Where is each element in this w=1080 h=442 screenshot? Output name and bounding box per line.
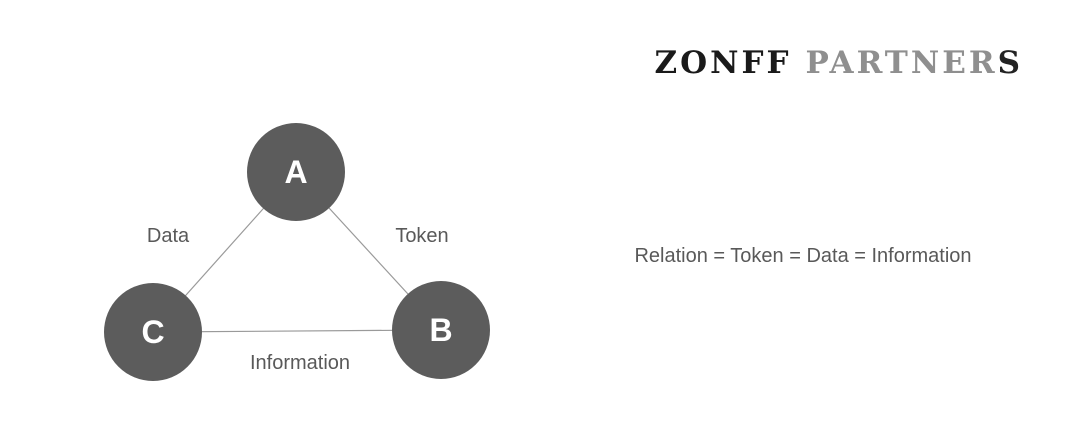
logo-word-primary: ZONFF — [654, 45, 792, 81]
zonff-partners-logo: ZONFF PARTNERS — [654, 48, 1023, 79]
relation-equation-text: Relation = Token = Data = Information — [634, 245, 972, 267]
node-c: C — [104, 283, 202, 381]
node-c-label: C — [141, 314, 165, 350]
node-b-label: B — [429, 312, 453, 348]
node-a: A — [247, 123, 345, 221]
logo-word-secondary: PARTNER — [805, 45, 998, 81]
node-a-label: A — [284, 154, 308, 190]
edge-label-information: Information — [249, 352, 351, 374]
logo-word-secondary-end: S — [997, 45, 1023, 81]
edge-label-data: Data — [146, 225, 190, 247]
edge-label-token: Token — [395, 225, 449, 247]
node-b: B — [392, 281, 490, 379]
